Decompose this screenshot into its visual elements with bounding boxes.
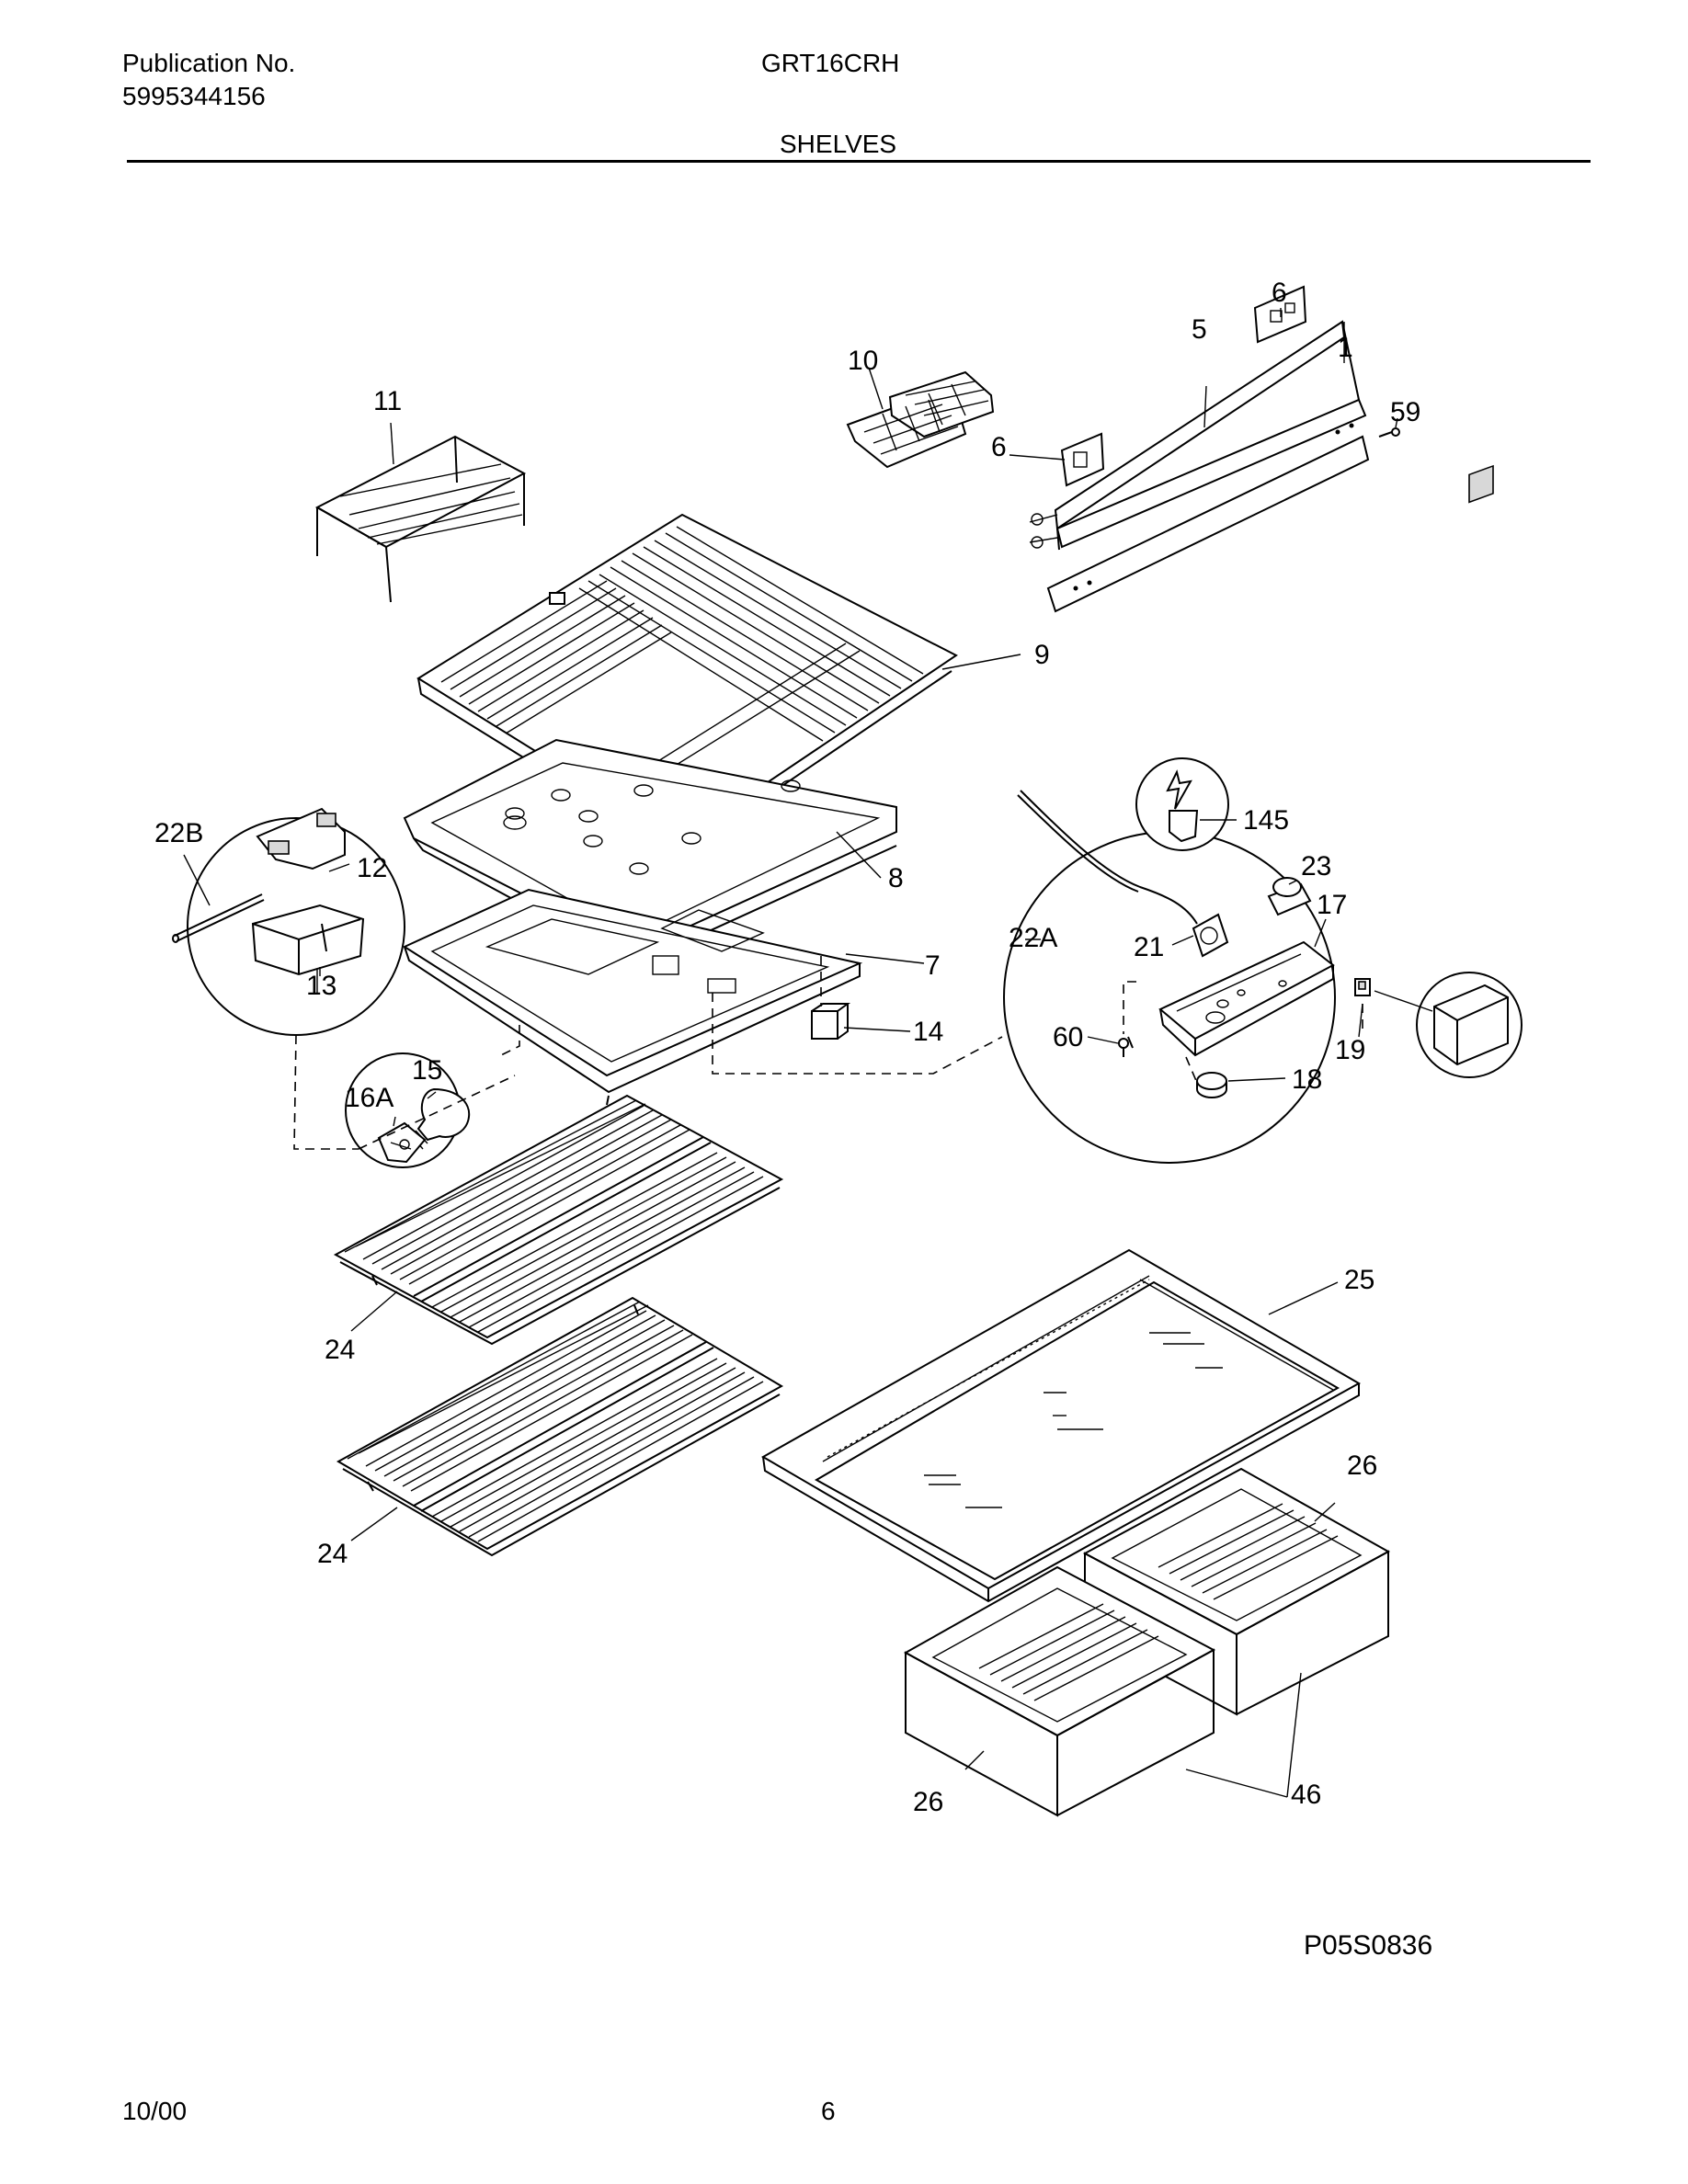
callout-16a: 16A [345,1083,393,1113]
callout-26-left: 26 [913,1787,943,1817]
callout-11: 11 [373,386,402,416]
callout-8: 8 [888,863,904,893]
callout-leader-lines [183,308,1398,1798]
callout-145: 145 [1243,805,1289,836]
callout-6-lower: 6 [991,432,1007,462]
dashed-leader-lines [293,956,1003,1150]
callout-labels: 11 10 6 5 1 59 6 9 8 7 12 22B 13 14 15 1… [154,278,1420,1817]
ice-trays-part [846,370,995,469]
publication-number: 5995344156 [122,82,266,110]
page-number: 6 [821,2097,836,2125]
cable-clip-detail [172,807,405,1036]
header-rule [127,160,1591,163]
callout-13: 13 [306,971,336,1001]
switch-part [811,1003,851,1040]
shelf-tray-part [403,738,897,967]
revision-date: 10/00 [122,2097,188,2125]
wire-shelf-upper-part [333,1094,784,1346]
base-pan-part [402,888,863,1094]
callout-19: 19 [1335,1035,1365,1065]
callout-10: 10 [848,346,878,376]
callout-46: 46 [1291,1780,1321,1810]
wire-rack-part [314,435,527,603]
callout-24-lower: 24 [317,1539,348,1569]
callout-59: 59 [1390,397,1420,427]
callout-21: 21 [1134,932,1164,962]
callout-23: 23 [1301,851,1331,882]
callout-18: 18 [1292,1064,1322,1095]
callout-60: 60 [1053,1022,1083,1052]
callout-22a: 22A [1009,923,1057,953]
callout-17: 17 [1317,890,1347,920]
callout-6-upper: 6 [1272,278,1287,308]
callout-26-right: 26 [1347,1450,1377,1481]
wire-shelf-lower-part [336,1296,784,1557]
crisper-drawer-left-part [903,1565,1216,1817]
callout-22b: 22B [154,818,203,848]
publication-label: Publication No. [122,49,296,77]
callout-14: 14 [913,1017,943,1047]
callout-9: 9 [1034,640,1050,670]
callout-24-upper: 24 [325,1335,355,1365]
callout-5: 5 [1192,314,1207,345]
section-title: SHELVES [780,130,897,158]
crisper-cover-part [760,1248,1362,1603]
figure-code: P05S0836 [1304,1930,1433,1961]
callout-12: 12 [357,853,387,883]
light-bulb-detail [345,1052,471,1168]
callout-7: 7 [925,950,941,981]
callout-15: 15 [412,1055,442,1086]
control-housing-detail [1003,757,1371,1164]
crisper-drawer-right-part [1082,1467,1391,1716]
model-number: GRT16CRH [761,49,900,77]
callout-25: 25 [1344,1265,1374,1295]
light-switch-detail [1374,464,1523,1078]
callout-1: 1 [1338,333,1353,363]
